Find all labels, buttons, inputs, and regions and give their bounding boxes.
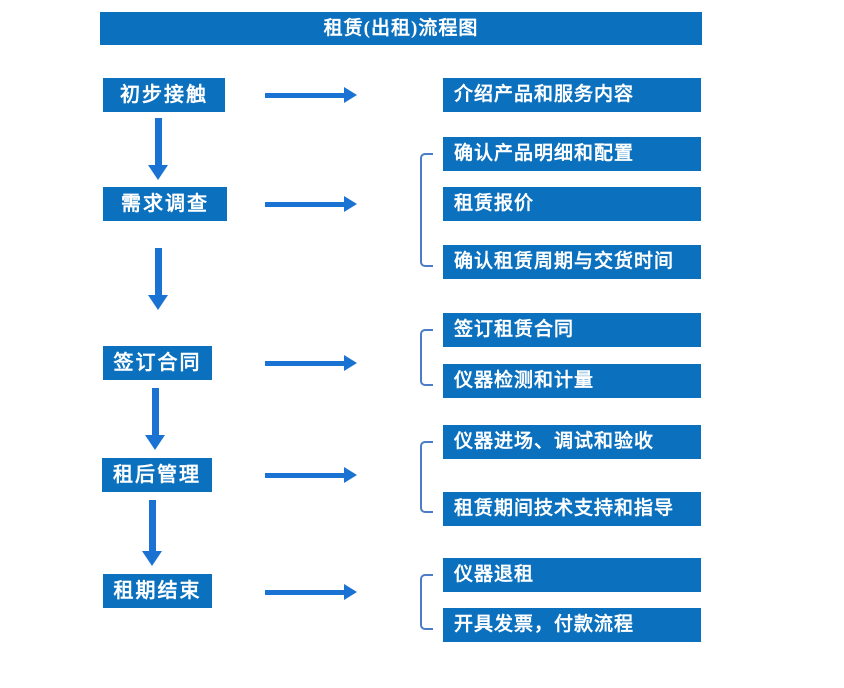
group-bracket (420, 153, 433, 267)
step-box-post-rental-mgmt: 租后管理 (102, 458, 212, 492)
flow-arrow-right-icon (265, 467, 357, 483)
output-box-confirm-details: 确认产品明细和配置 (443, 137, 701, 171)
flow-arrow-down-icon (145, 388, 165, 450)
output-box-invoice-payment: 开具发票，付款流程 (443, 608, 701, 642)
output-box-instrument-return: 仪器退租 (443, 558, 701, 592)
group-bracket (420, 441, 433, 513)
flow-arrow-right-icon (265, 196, 357, 212)
output-box-sign-rental-contract: 签订租赁合同 (443, 313, 701, 347)
step-box-rental-end: 租期结束 (103, 574, 212, 608)
flowchart-title: 租赁(出租)流程图 (100, 12, 702, 45)
flow-arrow-down-icon (148, 118, 168, 180)
flow-arrow-right-icon (265, 355, 357, 371)
flow-arrow-right-icon (265, 87, 357, 103)
output-box-instrument-entry: 仪器进场、调试和验收 (443, 425, 701, 459)
flow-arrow-down-icon (142, 500, 162, 566)
step-box-demand-survey: 需求调查 (103, 187, 227, 221)
group-bracket (420, 574, 433, 630)
output-box-instrument-testing: 仪器检测和计量 (443, 364, 701, 398)
group-bracket (420, 329, 433, 386)
step-box-initial-contact: 初步接触 (103, 78, 225, 112)
step-box-sign-contract: 签订合同 (103, 346, 212, 380)
output-box-tech-support: 租赁期间技术支持和指导 (443, 492, 701, 526)
flow-arrow-down-icon (148, 248, 168, 310)
output-box-rental-quote: 租赁报价 (443, 187, 701, 221)
output-box-introduce-products: 介绍产品和服务内容 (443, 78, 701, 112)
output-box-confirm-period: 确认租赁周期与交货时间 (443, 245, 701, 279)
flow-arrow-right-icon (265, 584, 357, 600)
